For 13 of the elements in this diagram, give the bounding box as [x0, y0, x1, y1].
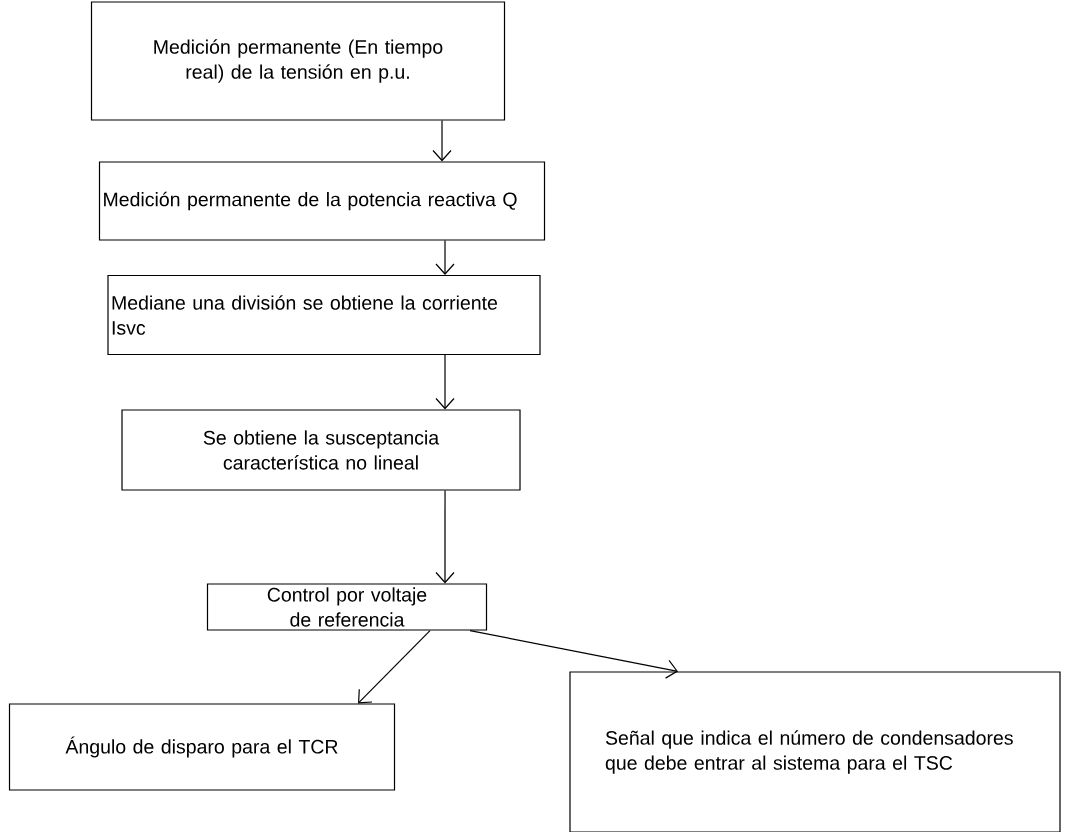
process-box: Medición permanente de la potencia reactiva Q: [98, 161, 546, 241]
process-box: Ángulo de disparo para el TCR: [8, 703, 396, 791]
arrow: [432, 120, 452, 162]
process-box: Mediane una división se obtiene la corriente Isvc: [107, 274, 541, 356]
arrow: [435, 354, 455, 410]
arrow: [435, 490, 455, 584]
process-box: Se obtiene la susceptancia característica no lineal: [121, 409, 521, 491]
arrow: [469, 630, 678, 679]
process-box: Señal que indica el número de condensadores que debe entrar al sistema para el TSC: [569, 671, 1061, 832]
process-box: Control por voltaje de referencia: [206, 583, 488, 631]
process-box: Medición permanente (En tiempo real) de la tensión en p.u.: [90, 1, 506, 121]
arrow: [358, 630, 431, 704]
arrow: [435, 240, 455, 275]
